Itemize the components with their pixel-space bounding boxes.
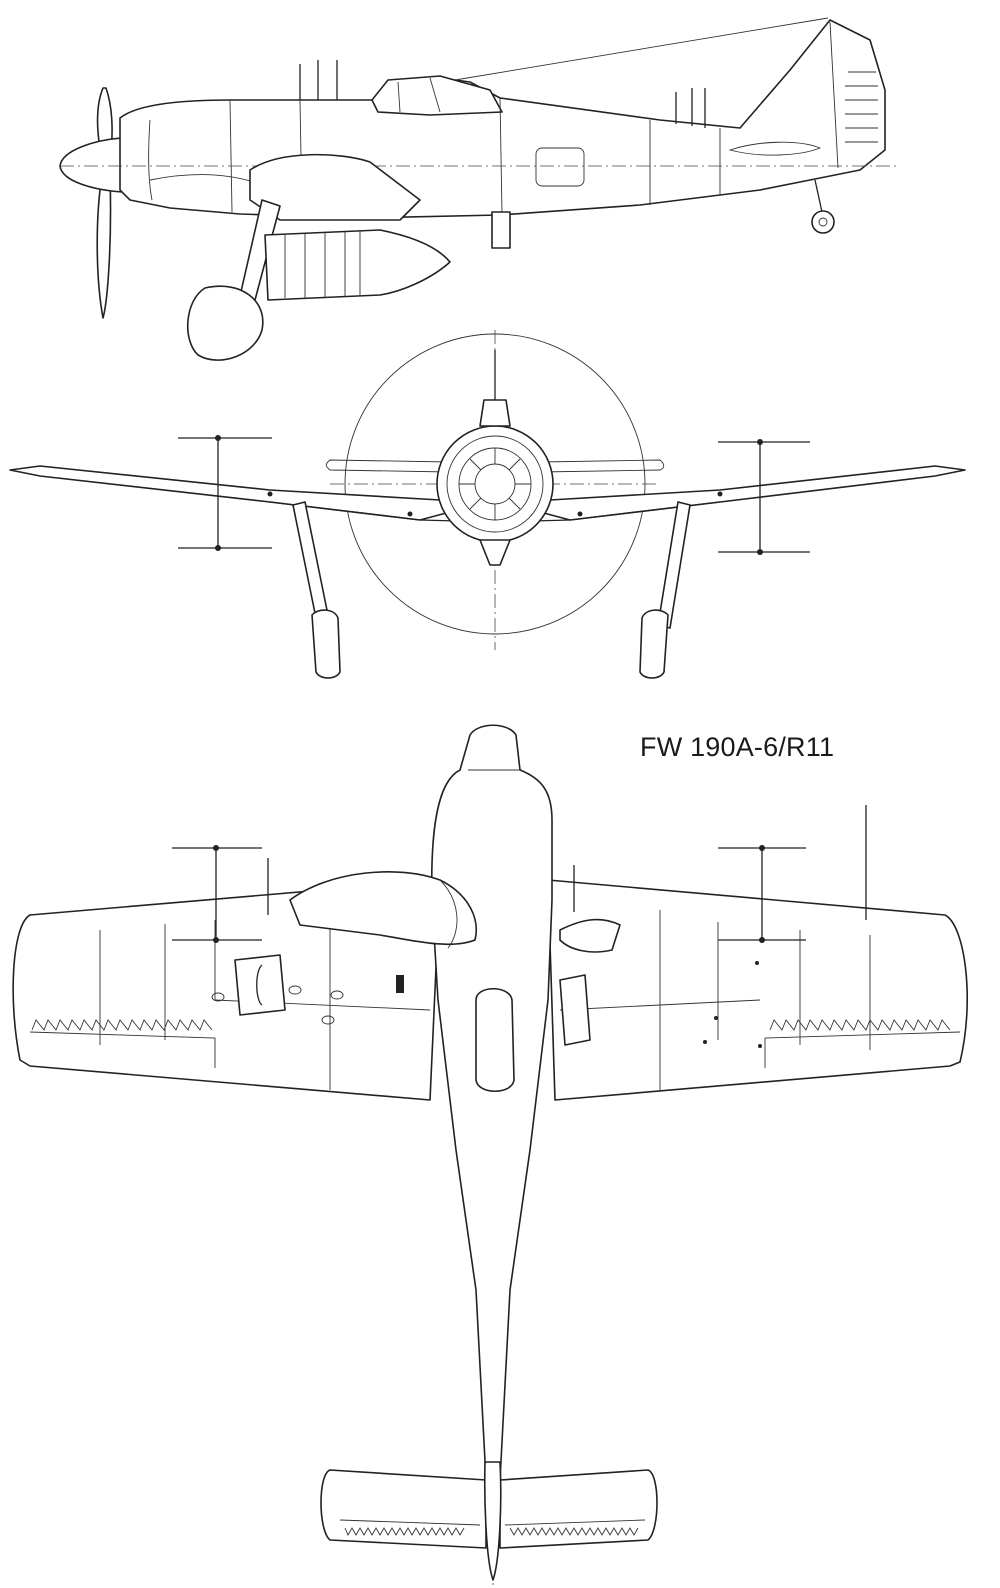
wing-plan-left	[12, 879, 441, 1101]
main-wheel-side	[186, 285, 264, 361]
wing-root-side	[249, 153, 421, 221]
fuselage-side	[119, 19, 886, 219]
antenna-array-right	[718, 441, 810, 553]
canopy-front	[479, 399, 511, 427]
rudder-plan	[483, 1461, 502, 1581]
antenna-wire	[454, 17, 829, 81]
aileron-slots-right	[769, 1019, 951, 1031]
front-view	[9, 330, 966, 679]
tail-wheel-side	[811, 210, 835, 234]
tailplane-plan-left	[320, 1469, 487, 1549]
wing-front-right	[539, 465, 966, 521]
fuselage-hatch	[535, 147, 585, 187]
canopy-plan	[475, 988, 515, 1092]
wing-plan-right	[547, 879, 968, 1101]
wheel-front-right	[639, 609, 669, 679]
canopy	[371, 75, 503, 116]
cannon-fairing-right	[559, 918, 621, 953]
aileron-slots-left	[31, 1019, 213, 1031]
tailplane-plan-right	[499, 1469, 658, 1549]
side-view	[59, 17, 900, 361]
antenna-array-left	[178, 437, 272, 549]
cowling-front	[436, 425, 554, 543]
cannon-fairing-left	[289, 871, 477, 946]
gear-leg-front-right	[657, 501, 691, 629]
gear-leg-front-left	[292, 501, 331, 629]
wheel-front-left	[311, 609, 341, 679]
gear-cover-left	[234, 954, 286, 1016]
fuselage-plan	[430, 724, 553, 1496]
gear-cover-right	[559, 974, 591, 1046]
propeller-blade-lower	[96, 174, 112, 319]
gun-gondola-side	[264, 229, 451, 301]
propeller-spinner	[59, 137, 123, 193]
drawing-title: FW 190A-6/R11	[640, 732, 835, 762]
wing-front-left	[9, 465, 451, 521]
fuselage-rack	[491, 211, 511, 249]
plan-view	[12, 724, 968, 1585]
